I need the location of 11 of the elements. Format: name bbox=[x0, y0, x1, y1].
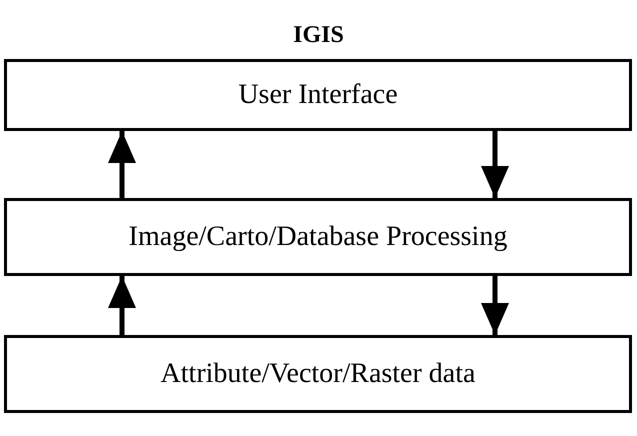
layer-box bbox=[4, 335, 632, 413]
layer-label: Attribute/Vector/Raster data bbox=[160, 358, 476, 390]
diagram-title: IGIS bbox=[292, 22, 345, 49]
arrow bbox=[108, 131, 136, 198]
layer-label: Image/Carto/Database Processing bbox=[128, 221, 508, 253]
arrow bbox=[481, 131, 509, 198]
layer-box bbox=[4, 198, 632, 276]
layer-box bbox=[4, 59, 632, 131]
arrow bbox=[481, 276, 509, 335]
layer-label: User Interface bbox=[238, 79, 398, 111]
arrow bbox=[108, 276, 136, 335]
